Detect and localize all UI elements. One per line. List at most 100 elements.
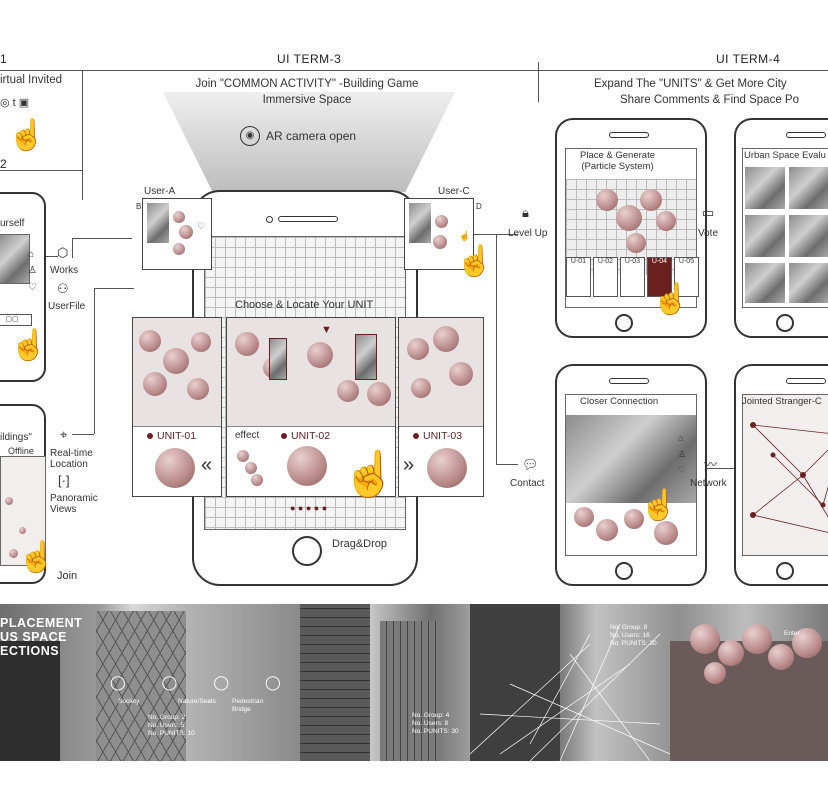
user-icon: ♙ — [28, 265, 37, 276]
drag-drop-label: Drag&Drop — [332, 538, 388, 550]
chat-icon: 💬︎ — [522, 457, 539, 472]
term2-number: 1 — [0, 52, 8, 66]
term2-rule — [0, 170, 82, 171]
strip-icon-label-3: Pedestrian Bridge — [232, 698, 264, 713]
realtime-label: Real-time Location — [50, 448, 93, 470]
term2-number-2: 2 — [0, 157, 8, 171]
term3-subtitle: Join "COMMON ACTIVITY" -Building Game — [195, 78, 419, 90]
invited-text: irtual Invited — [0, 74, 63, 86]
connector — [46, 256, 58, 257]
unit-chip-2[interactable]: U-02 — [593, 257, 618, 297]
strip-circle-icons: ◯◯◯◯ — [110, 674, 317, 690]
heart-icon: ♡ — [28, 282, 37, 293]
works-label: Works — [50, 265, 79, 276]
contact-label: Contact — [510, 478, 545, 489]
strip-title: PLACEMENT US SPACE ECTIONS — [0, 616, 83, 658]
drag-hand-icon: ☝ — [342, 450, 397, 499]
closer-title: Closer Connection — [580, 396, 659, 407]
divider-left — [82, 70, 83, 200]
strip-tag-2: No. Group: 4 No. Users: 8 No. PUNITS: 30 — [412, 712, 459, 735]
phone-jointed-stranger — [734, 364, 828, 586]
term4-subtitle: Expand The "UNITS" & Get More City — [594, 78, 787, 90]
term2-phone-bottom — [0, 404, 46, 584]
urban-eval-title: Urban Space Evalu — [744, 150, 826, 161]
tap-hand-icon-user-c: ☝ — [456, 245, 494, 278]
vote-label: Vote — [698, 228, 719, 239]
user-a-screen[interactable]: ♡ — [142, 198, 212, 270]
connector — [72, 238, 132, 239]
tap-hand-icon-units: ☝ — [652, 283, 690, 316]
works-icon: ⬡ — [57, 245, 69, 260]
closer-screen: ⌂ ♙ ♡ — [565, 394, 697, 556]
strip-icon-label-2: Nature/Seats — [178, 698, 216, 705]
place-generate-title: Place & Generate (Particle System) — [580, 150, 655, 172]
connector — [707, 468, 734, 469]
ar-camera-label: AR camera open — [266, 129, 357, 143]
user-a-label: User-A — [144, 186, 176, 197]
letter-d: D — [476, 202, 482, 211]
home-button[interactable] — [292, 536, 322, 566]
camera-icon[interactable]: ◉ — [240, 126, 260, 146]
connector — [496, 234, 497, 464]
speaker — [278, 216, 338, 222]
yourself-text: urself — [0, 218, 25, 229]
unit-panel-01[interactable]: UNIT-01 « — [132, 317, 222, 497]
profile-button[interactable]: ▢▢ — [0, 314, 32, 326]
userfile-icon: ⚇ — [57, 281, 69, 296]
tap-hand-icon-2: ☝ — [10, 329, 48, 362]
page-dots: ● ● ● ● ● — [290, 503, 328, 513]
front-camera — [266, 216, 273, 223]
term2-phone-top: ▢▢ — [0, 192, 46, 382]
panoramic-label: Panoramic Views — [50, 493, 98, 515]
term3-title: UI TERM-3 — [277, 52, 342, 66]
connector — [496, 234, 518, 235]
join-label: Join — [57, 570, 78, 582]
strip-tag-3: No. Group: 8 No. Users: 16 No. PUNITS: 3… — [610, 624, 657, 647]
header-rule — [0, 70, 828, 71]
network-label: Network — [690, 478, 727, 489]
choose-locate-label: Choose & Locate Your UNIT — [235, 299, 374, 311]
term3-subtitle-2: Immersive Space — [262, 94, 352, 106]
unit-chip-3[interactable]: U-03 — [620, 257, 645, 297]
urban-eval-screen — [742, 148, 828, 308]
vote-icon: ▭ — [702, 205, 715, 220]
network-graph — [750, 422, 828, 533]
panorama-icon: [·] — [58, 473, 70, 488]
userfile-label: UserFile — [48, 301, 86, 312]
urban-photo-strip: PLACEMENT US SPACE ECTIONS No. Group: 2 … — [0, 604, 828, 761]
connector — [94, 288, 134, 289]
jointed-title: Jointed Stranger-C — [742, 396, 822, 407]
unit-03-label: UNIT-03 — [423, 430, 463, 442]
location-icon: ⌖ — [60, 427, 68, 442]
letter-b: B — [136, 202, 142, 211]
unit-panel-03[interactable]: UNIT-03 » — [398, 317, 484, 497]
unit-chip-5[interactable]: U-05 — [674, 257, 699, 297]
strip-tag-1: No. Group: 2 No. Users: 5 No. PUNITS: 10 — [148, 714, 195, 737]
connector — [72, 434, 94, 435]
social-icons: ◎ t ▣ — [0, 97, 30, 109]
strip-icon-label-4: Enter — [784, 630, 800, 637]
divider-right — [538, 62, 539, 102]
unit-chip-1[interactable]: U-01 — [566, 257, 591, 297]
strip-icon-label-1: Society — [118, 698, 140, 705]
offline-text: Offline — [8, 446, 34, 456]
connector — [496, 464, 518, 465]
profile-photo — [0, 234, 30, 284]
lock-icon: 🔒︎ — [522, 205, 529, 220]
user-c-screen[interactable]: ☝ — [404, 198, 474, 270]
effect-label: effect — [235, 430, 260, 441]
unit-panel-02[interactable]: ▼ effect UNIT-02 — [226, 317, 396, 497]
home-icon: ⌂ — [28, 249, 35, 260]
network-icon: 〰 — [704, 457, 718, 472]
ar-camera-beam — [163, 92, 455, 192]
unit-01-label: UNIT-01 — [157, 430, 197, 442]
phone-closer-connection: ⌂ ♙ ♡ — [555, 364, 707, 586]
level-up-label: Level Up — [508, 228, 548, 239]
connector — [474, 234, 496, 235]
term4-subtitle-2: Share Comments & Find Space Po — [620, 94, 799, 106]
phone-urban-eval — [734, 118, 828, 338]
term4-title: UI TERM-4 — [716, 52, 781, 66]
unit-chip-4[interactable]: U-04 — [647, 257, 672, 297]
buildings-text: ildings" — [0, 432, 32, 443]
network-screen — [742, 394, 828, 556]
